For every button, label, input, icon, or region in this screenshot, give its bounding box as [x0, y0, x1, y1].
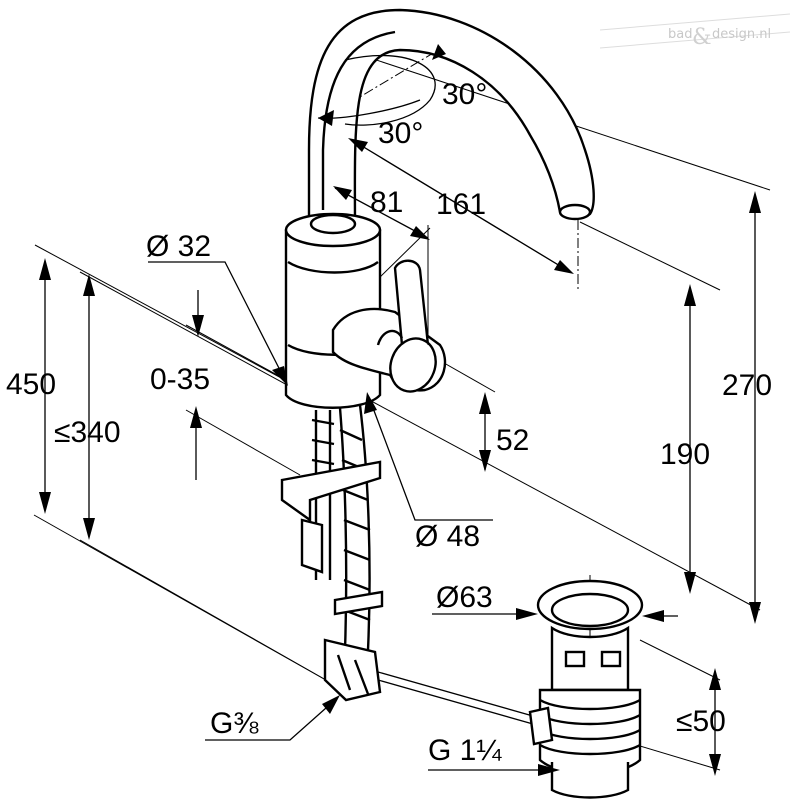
label-body-diameter: Ø 32	[146, 230, 211, 263]
label-tail-length: ≤340	[54, 416, 121, 449]
label-waste-depth: ≤50	[676, 705, 726, 738]
dimension-arrowhead	[39, 492, 51, 514]
extension-lines	[33, 47, 771, 771]
dimension-arrowhead	[684, 284, 696, 306]
label-spout-reach: 161	[436, 188, 486, 221]
label-waste-diameter: Ø63	[436, 581, 493, 614]
dimension-arrowhead	[192, 315, 204, 337]
dimension-arrowhead	[39, 258, 51, 280]
leader-arrowhead	[272, 366, 288, 386]
dimension-arrowhead	[709, 668, 721, 690]
dimension-arrowhead	[333, 186, 352, 200]
dimension-arrowhead	[749, 602, 761, 624]
label-overall-height: 450	[6, 368, 56, 401]
label-total-height: 270	[722, 369, 772, 402]
label-base-diameter: Ø 48	[415, 520, 480, 553]
label-lever-height: 52	[496, 424, 529, 457]
label-spout-height: 190	[660, 438, 710, 471]
angle-arrowhead	[432, 44, 446, 60]
waste-fitting	[528, 579, 644, 799]
dimension-arrowhead	[479, 450, 491, 472]
dimension-arrowhead	[709, 754, 721, 776]
dimension-arrowhead	[479, 392, 491, 414]
watermark-ampersand: &	[692, 25, 712, 50]
dimension-arrowhead	[749, 191, 761, 213]
dimension-arrowhead	[684, 572, 696, 594]
leader-arrowhead	[322, 695, 340, 714]
label-hose-thread: G⅜	[210, 707, 259, 740]
mounting-assembly	[280, 404, 541, 727]
label-lever-offset: 81	[370, 186, 403, 219]
swivel-angle-arcs	[317, 44, 446, 126]
dimension-arrowhead	[83, 274, 95, 296]
label-swivel-angle-upper: 30°	[442, 78, 487, 111]
faucet-spout	[307, 8, 595, 232]
watermark-text-bad: bad	[668, 27, 692, 42]
label-swivel-angle-lower: 30°	[378, 117, 423, 150]
dimension-arrowhead	[516, 608, 538, 620]
watermark: bad & design.nl	[599, 13, 791, 50]
dimension-arrowhead	[642, 610, 664, 622]
label-deck-thickness: 0-35	[150, 363, 210, 396]
leader-arrowhead	[538, 764, 560, 776]
dimension-arrowhead	[348, 138, 368, 152]
lever-handle	[331, 259, 447, 393]
label-waste-thread: G 1¼	[428, 734, 502, 767]
dimension-arrowhead	[410, 226, 430, 240]
leader-arrowhead	[364, 392, 377, 414]
dimension-labels: 30° 30° 161 81 Ø 32 0-35 450 ≤340 52 190…	[6, 78, 772, 767]
dimension-arrows	[39, 138, 761, 776]
dimension-arrowhead	[83, 518, 95, 540]
watermark-text-design: design.nl	[712, 27, 771, 42]
dimension-arrowhead	[190, 406, 202, 428]
angle-arrowhead	[318, 110, 334, 126]
dimension-arrowhead	[554, 260, 574, 274]
